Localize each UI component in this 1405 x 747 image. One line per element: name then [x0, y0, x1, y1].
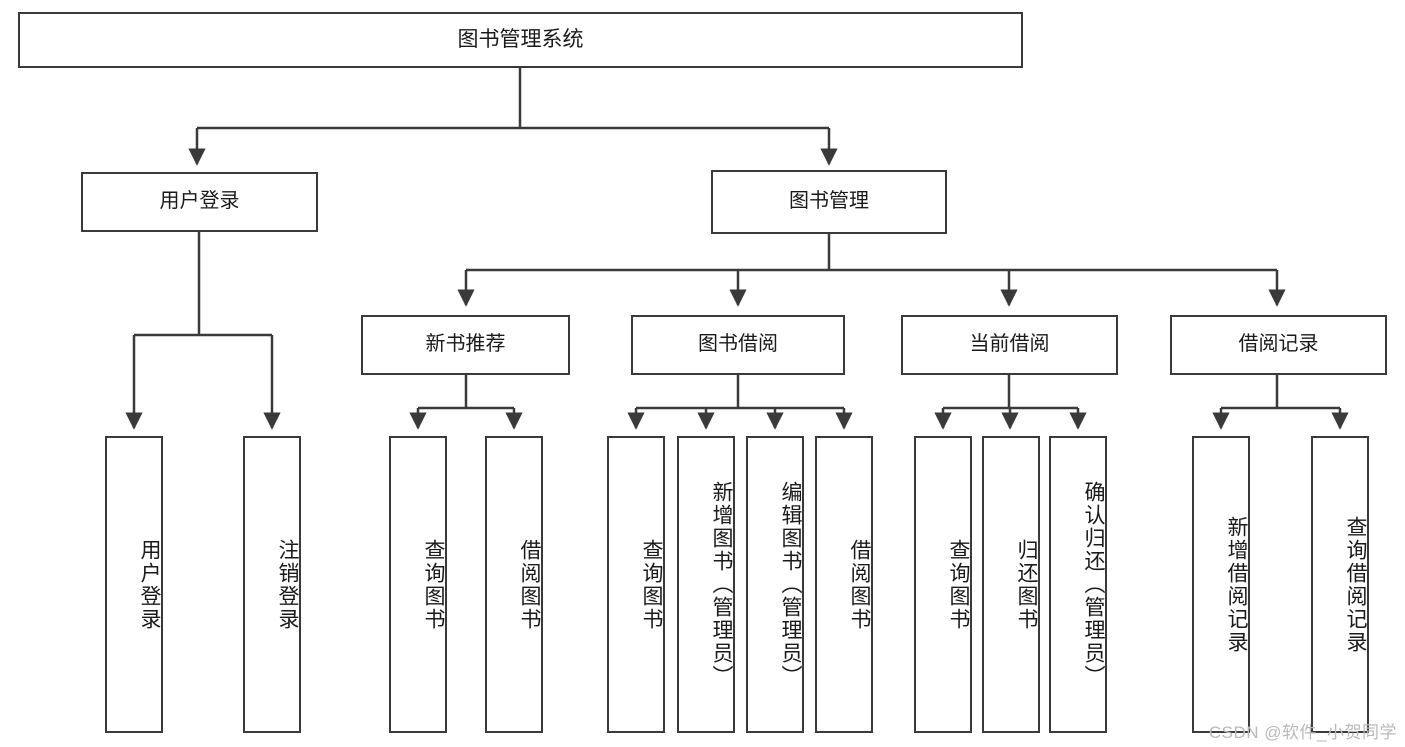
leaf-label: 注销登录	[276, 538, 299, 631]
node-user-login-label: 用户登录	[159, 190, 240, 213]
node-borrow-record-label: 借阅记录	[1238, 333, 1319, 356]
node-book-management-label: 图书管理	[789, 190, 869, 213]
node-current-borrow[interactable]: 当前借阅	[901, 315, 1118, 375]
node-book-management[interactable]: 图书管理	[711, 170, 947, 234]
leaf-new-book-query[interactable]: 查询图书	[389, 436, 447, 733]
leaf-borrow-record-query[interactable]: 查询借阅记录	[1311, 436, 1369, 733]
leaf-current-borrow-return[interactable]: 归还图书	[982, 436, 1040, 733]
leaf-label: 归还图书	[1015, 538, 1038, 631]
leaf-label: 查询图书	[640, 538, 663, 631]
node-current-borrow-label: 当前借阅	[969, 333, 1050, 356]
leaf-label: 新增图书（管理员）	[710, 481, 733, 688]
leaf-label: 借阅图书	[518, 538, 541, 631]
leaf-borrow-record-add[interactable]: 新增借阅记录	[1192, 436, 1250, 733]
leaf-current-borrow-confirm-return[interactable]: 确认归还（管理员）	[1049, 436, 1107, 733]
leaf-user-login-logout[interactable]: 注销登录	[243, 436, 301, 733]
leaf-label: 新增借阅记录	[1225, 515, 1248, 654]
watermark: CSDN @软件_小贺同学	[1208, 723, 1397, 742]
leaf-label: 确认归还（管理员）	[1082, 481, 1105, 688]
leaf-book-borrow-borrow[interactable]: 借阅图书	[815, 436, 873, 733]
node-book-borrow-label: 图书借阅	[698, 333, 778, 356]
node-new-book-recommend[interactable]: 新书推荐	[361, 315, 570, 375]
node-root[interactable]: 图书管理系统	[18, 12, 1023, 68]
leaf-label: 借阅图书	[848, 538, 871, 631]
leaf-book-borrow-add[interactable]: 新增图书（管理员）	[677, 436, 735, 733]
leaf-book-borrow-query[interactable]: 查询图书	[607, 436, 665, 733]
node-root-label: 图书管理系统	[457, 27, 584, 51]
leaf-book-borrow-edit[interactable]: 编辑图书（管理员）	[746, 436, 804, 733]
node-user-login[interactable]: 用户登录	[81, 172, 318, 232]
leaf-label: 查询图书	[947, 538, 970, 631]
leaf-current-borrow-query[interactable]: 查询图书	[914, 436, 972, 733]
node-borrow-record[interactable]: 借阅记录	[1170, 315, 1387, 375]
leaf-label: 用户登录	[138, 538, 161, 631]
leaf-label: 查询图书	[422, 538, 445, 631]
leaf-new-book-borrow[interactable]: 借阅图书	[485, 436, 543, 733]
leaf-label: 查询借阅记录	[1344, 515, 1367, 654]
node-new-book-recommend-label: 新书推荐	[425, 333, 506, 356]
leaf-user-login-login[interactable]: 用户登录	[105, 436, 163, 733]
node-book-borrow[interactable]: 图书借阅	[631, 315, 845, 375]
leaf-label: 编辑图书（管理员）	[779, 481, 802, 688]
